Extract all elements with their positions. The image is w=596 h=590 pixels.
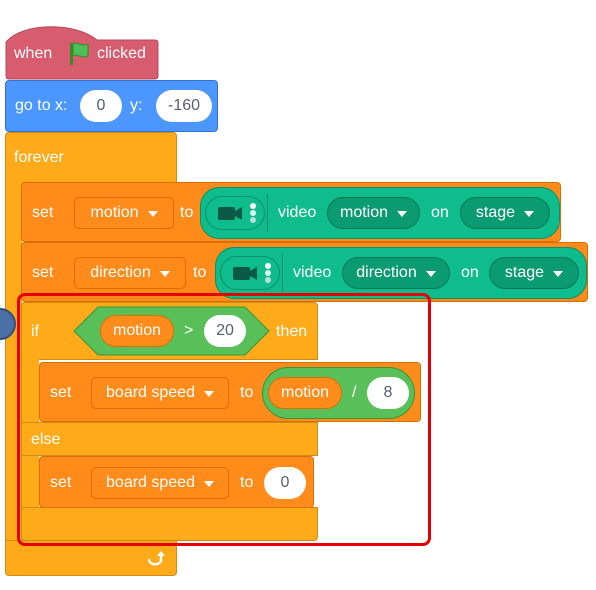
then-label: then (276, 323, 308, 340)
motion-reporter[interactable]: motion (268, 377, 342, 409)
go-to-xy-block[interactable]: go to x: 0 y: -160 (5, 80, 218, 132)
hat-prefix: when (14, 45, 53, 62)
greater-than-condition[interactable]: motion > 20 (73, 306, 270, 356)
set-motion-block[interactable]: set motion to video motion on stage (21, 182, 561, 242)
if-label: if (31, 323, 39, 340)
set-label: set (32, 204, 54, 221)
green-flag-icon (67, 41, 91, 72)
video-attribute-dropdown[interactable]: motion (327, 197, 420, 229)
operator-label: > (184, 322, 194, 339)
when-flag-clicked-block[interactable]: when clicked (5, 26, 159, 80)
set-label: set (32, 264, 54, 281)
set-board-speed-block-2[interactable]: set board speed to 0 (39, 456, 314, 508)
set-label: set (50, 474, 72, 491)
to-label: to (240, 384, 254, 401)
y-label: y: (130, 97, 143, 114)
loop-arrow-icon (145, 547, 167, 574)
value-input[interactable]: 0 (264, 467, 306, 499)
selection-highlight (17, 293, 431, 546)
on-label: on (431, 204, 449, 221)
variable-dropdown-board-speed[interactable]: board speed (91, 377, 229, 409)
video-sensing-reporter[interactable]: video direction on stage (215, 247, 587, 299)
video-label: video (278, 204, 317, 221)
motion-reporter[interactable]: motion (100, 315, 174, 347)
video-camera-icon (232, 262, 276, 289)
else-label: else (31, 431, 61, 448)
to-label: to (193, 264, 207, 281)
set-board-speed-block-1[interactable]: set board speed to motion / 8 (39, 362, 421, 422)
y-input[interactable]: -160 (156, 90, 212, 122)
else-bar (21, 422, 318, 456)
divide-label: / (352, 384, 357, 401)
x-input[interactable]: 0 (80, 90, 122, 122)
variable-dropdown-board-speed[interactable]: board speed (91, 467, 229, 499)
video-sensing-reporter[interactable]: video motion on stage (200, 187, 560, 239)
video-label: video (293, 264, 332, 281)
variable-dropdown-motion[interactable]: motion (74, 197, 174, 229)
video-attribute-dropdown[interactable]: direction (342, 257, 450, 289)
video-target-dropdown[interactable]: stage (460, 197, 550, 229)
video-target-dropdown[interactable]: stage (489, 257, 579, 289)
to-label: to (240, 474, 254, 491)
set-label: set (50, 384, 72, 401)
hat-suffix: clicked (97, 45, 146, 62)
on-label: on (461, 264, 479, 281)
divide-operator[interactable]: motion / 8 (262, 367, 415, 419)
video-camera-icon (217, 202, 261, 229)
forever-top-bar (5, 132, 177, 184)
forever-label: forever (14, 149, 64, 166)
set-direction-block[interactable]: set direction to video direction on stag… (21, 242, 588, 302)
to-label: to (180, 204, 194, 221)
variable-dropdown-direction[interactable]: direction (74, 257, 186, 289)
go-to-label: go to x: (15, 97, 68, 114)
divisor-input[interactable]: 8 (367, 377, 409, 409)
compare-value-input[interactable]: 20 (204, 315, 246, 347)
if-else-block[interactable]: if then else motion > 20 (21, 302, 321, 542)
